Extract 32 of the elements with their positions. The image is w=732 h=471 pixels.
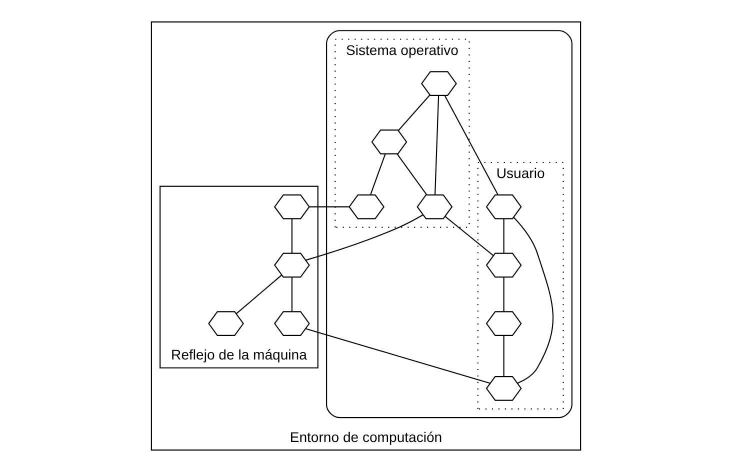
connector [434, 95, 440, 194]
connector [398, 94, 430, 130]
node-hexagon [421, 70, 457, 96]
node-hexagon [486, 375, 522, 400]
connector [503, 218, 504, 252]
node-hexagon [486, 310, 522, 336]
connector [444, 216, 494, 256]
connector [444, 95, 498, 194]
connector [503, 276, 504, 311]
connector [370, 153, 386, 194]
connector [396, 153, 427, 194]
node-hexagon [486, 194, 522, 219]
node-hexagon [208, 310, 244, 336]
connector [306, 214, 424, 260]
connector [513, 216, 554, 384]
node-hexagon [274, 194, 310, 219]
cluster [326, 30, 572, 418]
node-hexagon [274, 310, 310, 336]
node-hexagon [348, 194, 384, 219]
cluster: Usuario [477, 161, 564, 409]
cluster: Sistema operativo [334, 38, 470, 228]
node-hexagon [274, 252, 310, 278]
node-hexagon [371, 129, 408, 154]
node-hexagon [486, 252, 522, 278]
connector [291, 276, 292, 311]
connector [503, 335, 504, 376]
connector [291, 218, 292, 252]
cluster: Reflejo de la máquina [160, 185, 318, 368]
connector [236, 274, 282, 314]
connector [306, 328, 490, 384]
node-hexagon [416, 194, 453, 219]
connector [309, 206, 350, 207]
